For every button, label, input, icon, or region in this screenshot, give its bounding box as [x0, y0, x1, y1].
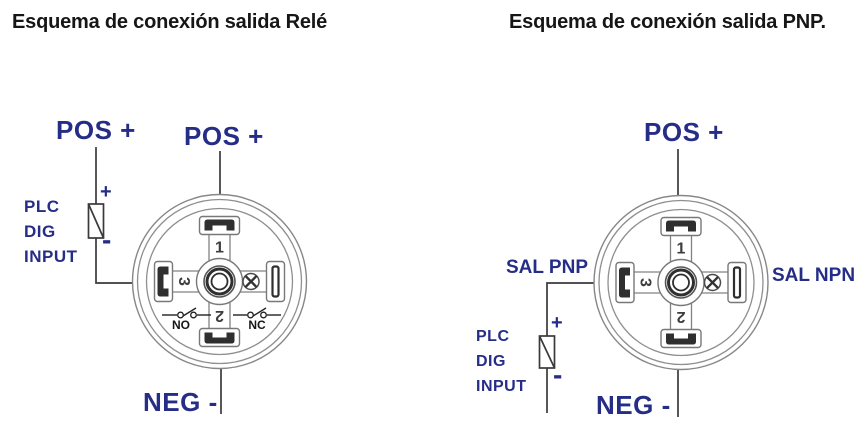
wire-salpnp-to-plc-box	[546, 282, 594, 336]
right-diagram-title: Esquema de conexión salida PNP.	[509, 11, 826, 33]
input-label-left: INPUT	[24, 247, 78, 266]
sal-pnp-label: SAL PNP	[506, 257, 589, 278]
neg-label-left: NEG -	[143, 387, 218, 417]
nc-contact-dot-1	[247, 311, 254, 319]
right-diagram-wires	[538, 149, 679, 417]
plus-sign-right: +	[551, 312, 563, 334]
input-label-right: INPUT	[476, 378, 527, 395]
no-label: NO	[172, 318, 190, 332]
no-contact-dot-2	[190, 311, 197, 319]
pos-label-connector-left: POS +	[184, 121, 264, 151]
neg-label-right: NEG -	[596, 390, 671, 420]
plc-label-right: PLC	[476, 328, 510, 345]
dig-label-right: DIG	[476, 353, 506, 370]
sal-npn-label: SAL NPN	[772, 265, 856, 286]
pos-label-right: POS +	[644, 117, 724, 147]
right-connector	[592, 194, 770, 371]
plc-dig-input-right: PLC DIG INPUT	[476, 324, 527, 399]
left-connector	[131, 193, 308, 370]
minus-sign-right: -	[553, 359, 563, 390]
left-diagram-wires	[87, 147, 222, 414]
wire-plc-box-to-connector	[95, 238, 133, 284]
nc-contact-dot-2	[260, 311, 267, 319]
left-diagram-title: Esquema de conexión salida Relé	[12, 11, 328, 33]
minus-sign-left: -	[102, 224, 112, 255]
plc-label-left: PLC	[24, 197, 60, 216]
pos-label-plc-branch: POS +	[56, 115, 136, 145]
no-contact-blade	[182, 307, 197, 317]
relay-contacts: NO NC	[162, 307, 281, 332]
plc-dig-input-left: PLC DIG INPUT	[24, 194, 78, 269]
nc-contact-blade	[252, 307, 267, 317]
plus-sign-left: +	[100, 181, 112, 203]
nc-label: NC	[248, 318, 266, 332]
no-contact-dot-1	[177, 311, 184, 319]
plc-box-diagonal-left	[87, 203, 105, 239]
plc-box-diagonal-right	[538, 335, 556, 369]
dig-label-left: DIG	[24, 222, 56, 241]
